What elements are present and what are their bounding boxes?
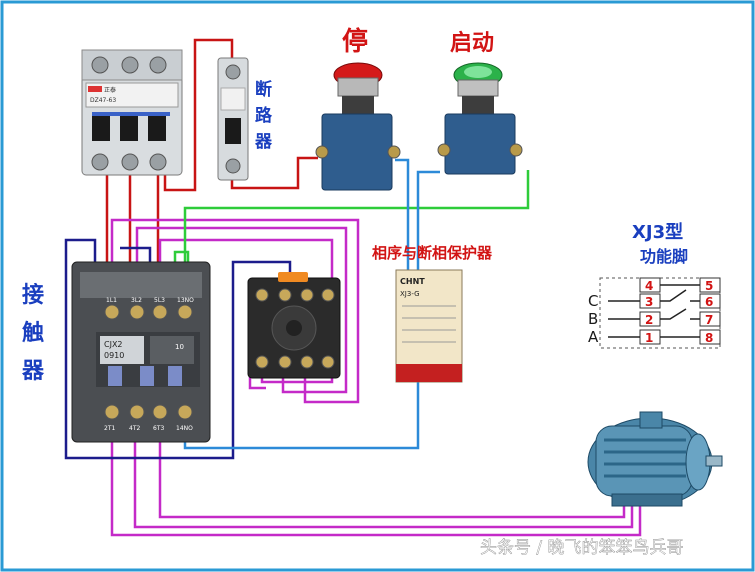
wire-green-1 <box>183 170 530 288</box>
contactor-term-top-3: 5L3 <box>154 297 165 304</box>
phase-relay-label: 相序与断相保护器 <box>372 244 493 262</box>
contactor-term-top-4: 13NO <box>177 297 194 304</box>
xj3-pin-3: 3 <box>645 295 653 309</box>
watermark: 头条号 / 晚飞的笨笨鸟兵哥 <box>480 538 684 558</box>
phase-relay-module: CHNT XJ3-G <box>395 269 463 383</box>
xj3-pin-1: 1 <box>645 331 653 345</box>
relay-brand: CHNT <box>400 277 425 286</box>
svg-text:器: 器 <box>254 132 273 152</box>
wire-sky-2 <box>395 158 410 300</box>
wire-magenta-out-2 <box>133 420 634 529</box>
wire-navy-left <box>64 238 292 460</box>
contactor-term-bot-1: 2T1 <box>104 425 115 432</box>
wire-red-power <box>163 38 234 192</box>
contactor-model: CJX2 <box>104 340 123 349</box>
xj3-pin-5: 5 <box>705 279 713 293</box>
wire-magenta-out-3 <box>158 420 626 519</box>
svg-text:触: 触 <box>22 320 44 346</box>
start-button[interactable] <box>437 62 523 175</box>
contactor-term-bot-2: 4T2 <box>129 425 140 432</box>
breaker-brand: 正泰 <box>104 86 116 94</box>
contactor-vertical-label: 接 触 器 <box>21 283 45 384</box>
contactor-term-bot-4: 14NO <box>176 425 193 432</box>
xj3-title-2: 功能脚 <box>640 247 688 266</box>
start-label: 启动 <box>450 30 494 56</box>
xj3-letter-c: C <box>588 292 598 310</box>
breaker-vertical-label: 断 路 器 <box>254 79 273 152</box>
breaker-model: DZ47-63 <box>90 97 116 104</box>
xj3-pin-7: 7 <box>705 313 713 327</box>
contactor-sub: 0910 <box>104 351 124 360</box>
wire-magenta-2 <box>135 226 348 394</box>
breaker-toggle-3[interactable] <box>148 115 166 141</box>
wire-magenta-out-1 <box>110 420 642 537</box>
xj3-pin-diagram: 4 3 2 1 5 6 7 8 C B A <box>588 277 721 349</box>
svg-text:接: 接 <box>22 283 44 308</box>
stop-label: 停 <box>342 26 368 57</box>
xj3-letter-a: A <box>588 328 599 346</box>
xj3-title-1: XJ3型 <box>632 221 683 243</box>
circuit-breaker-3p: 正泰 DZ47-63 <box>81 49 183 176</box>
xj3-pin-4: 4 <box>645 279 653 293</box>
contactor-term-top-2: 3L2 <box>131 297 142 304</box>
svg-text:路: 路 <box>255 105 273 126</box>
motor <box>587 411 723 507</box>
contactor-aux: 10 <box>175 343 184 351</box>
svg-text:器: 器 <box>21 359 45 384</box>
circuit-breaker-1p <box>217 57 249 181</box>
svg-text:断: 断 <box>255 79 272 100</box>
xj3-pin-6: 6 <box>705 295 713 309</box>
xj3-pin-8: 8 <box>705 331 713 345</box>
wire-magenta-1 <box>110 218 360 404</box>
breaker-toggle-1[interactable] <box>92 115 110 141</box>
relay-model: XJ3-G <box>400 290 420 298</box>
breaker-1p-toggle[interactable] <box>225 118 241 144</box>
wire-red-breaker-to-stop <box>230 156 318 190</box>
contactor-term-bot-3: 6T3 <box>153 425 164 432</box>
contactor-term-top-1: 1L1 <box>106 297 117 304</box>
contactor: 1L1 3L2 5L3 13NO CJX2 0910 10 2T1 4T2 6T… <box>71 261 211 443</box>
stop-button[interactable] <box>315 62 401 191</box>
relay-socket <box>247 272 341 379</box>
xj3-letter-b: B <box>588 310 598 328</box>
xj3-pin-2: 2 <box>645 313 653 327</box>
breaker-toggle-2[interactable] <box>120 115 138 141</box>
